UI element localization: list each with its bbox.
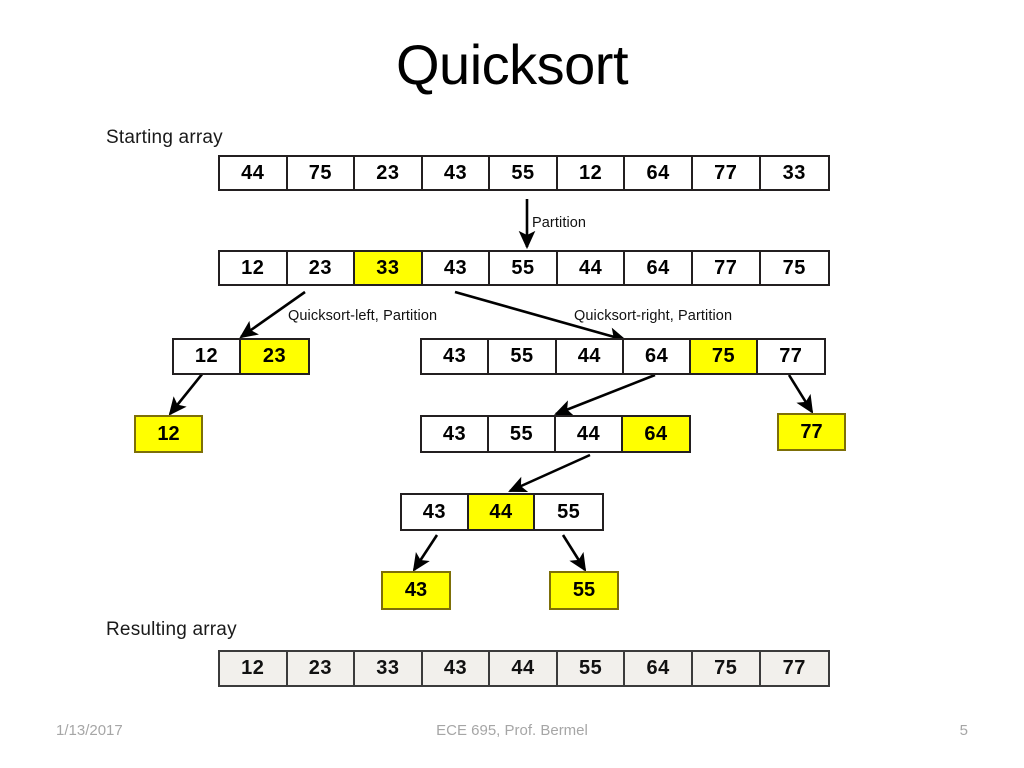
right-subarray: 43 55 44 64 75 77 [420,338,826,375]
leaf-box-12: 12 [134,415,203,453]
array-cell: 12 [220,252,288,284]
array-cell-pivot: 64 [623,417,689,451]
array-cell: 55 [490,252,558,284]
array-cell: 55 [535,495,603,529]
leaf-box-77: 77 [777,413,846,451]
inner-subarray: 43 44 55 [400,493,604,531]
array-cell-pivot: 23 [241,340,308,373]
array-cell: 44 [556,340,624,373]
array-cell: 55 [557,652,626,685]
partitioned-array: 12 23 33 43 55 44 64 77 75 [218,250,830,286]
quicksort-right-label: Quicksort-right, Partition [574,308,733,324]
array-cell: 12 [174,340,242,373]
array-cell: 43 [422,252,491,284]
array-cell: 43 [422,340,490,373]
array-cell: 77 [692,157,761,189]
array-cell: 77 [692,252,761,284]
arrow-to-leaf-77 [787,374,814,414]
footer-date: 1/13/2017 [56,722,123,739]
footer-page-number: 5 [959,722,968,739]
array-cell: 23 [287,652,356,685]
array-cell: 75 [287,157,356,189]
left-subarray: 12 23 [172,338,310,375]
array-cell: 64 [625,157,693,189]
resulting-array: 12 23 33 43 44 55 64 75 77 [218,650,830,687]
array-cell: 77 [757,340,824,373]
array-cell: 75 [760,252,829,284]
array-cell-pivot: 33 [355,252,423,284]
arrow-to-leaf-55 [561,534,587,572]
array-cell: 77 [760,652,829,685]
partition-label: Partition [532,215,587,231]
array-cell: 23 [355,157,423,189]
array-cell: 43 [422,652,491,685]
array-cell: 44 [556,417,623,451]
footer-course-note: ECE 695, Prof. Bermel [436,722,588,739]
mid-subarray: 43 55 44 64 [420,415,691,453]
array-cell: 43 [422,157,491,189]
array-cell: 43 [422,417,489,451]
starting-array: 44 75 23 43 55 12 64 77 33 [218,155,830,191]
array-cell-pivot: 75 [691,340,758,373]
array-cell: 12 [557,157,626,189]
arrow-to-mid-sub [554,373,656,416]
array-cell: 64 [625,252,693,284]
array-cell: 75 [692,652,761,685]
arrow-to-leaf-12 [168,372,205,416]
array-cell: 55 [489,340,557,373]
array-cell: 44 [220,157,288,189]
arrow-to-leaf-43 [412,534,439,572]
array-cell: 12 [220,652,288,685]
array-cell: 55 [489,417,556,451]
array-cell: 55 [490,157,558,189]
array-cell-pivot: 44 [468,495,536,529]
array-cell: 44 [490,652,558,685]
page-title: Quicksort [396,33,629,96]
array-cell: 33 [355,652,423,685]
leaf-box-43: 43 [381,571,451,610]
array-cell: 33 [760,157,829,189]
array-cell: 64 [623,340,692,373]
array-cell: 64 [625,652,693,685]
array-cell: 23 [287,252,356,284]
arrow-to-inner-sub [508,453,591,493]
array-cell: 43 [402,495,469,529]
quicksort-left-label: Quicksort-left, Partition [288,308,438,324]
leaf-box-55: 55 [549,571,619,610]
starting-array-label: Starting array [106,127,223,148]
array-cell: 44 [557,252,626,284]
resulting-array-label: Resulting array [106,619,237,640]
